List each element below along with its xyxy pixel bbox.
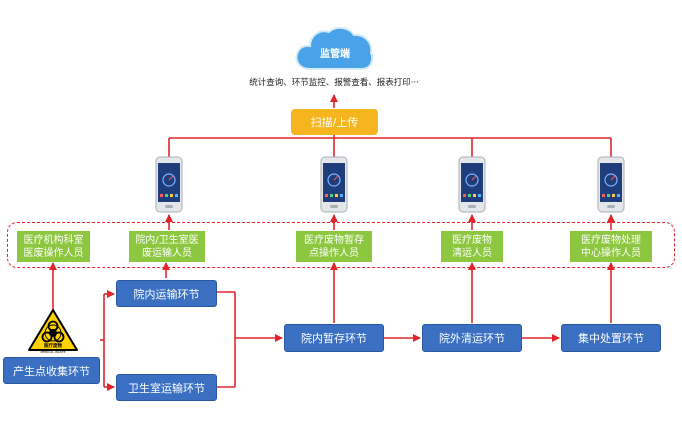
personnel-box-1: 医疗机构科室 医废操作人员 [17, 231, 90, 262]
personnel-label: 医疗废物处理 中心操作人员 [581, 234, 641, 259]
personnel-box-3: 医疗废物暂存 点操作人员 [296, 231, 372, 262]
phone-device-3 [458, 156, 486, 213]
personnel-box-4: 医疗废物 清运人员 [441, 231, 503, 262]
personnel-label: 院内/卫生室医 废运输人员 [135, 234, 199, 259]
cloud-caption: 统计查询、环节监控、报警查看、报表打印··· [249, 78, 419, 88]
personnel-label: 医疗机构科室 医废操作人员 [23, 234, 84, 259]
hazard-label: 医疗废物 [44, 344, 62, 349]
cloud-label: 监管端 [320, 48, 350, 60]
personnel-box-2: 院内/卫生室医 废运输人员 [129, 231, 205, 262]
biohazard-icon [28, 309, 78, 351]
stage-clinic-transport: 卫生室运输环节 [116, 374, 217, 401]
personnel-region [7, 222, 675, 268]
smartphone-icon [597, 156, 625, 213]
stage-central-disposal: 集中处置环节 [561, 324, 661, 352]
stage-external-transport: 院外清运环节 [422, 324, 522, 352]
stage-hospital-transport: 院内运输环节 [116, 280, 217, 307]
scan-upload-button[interactable]: 扫描/上传 [291, 109, 378, 135]
personnel-label: 医疗废物 清运人员 [452, 234, 492, 259]
personnel-label: 医疗废物暂存 点操作人员 [304, 234, 364, 259]
phone-device-1 [155, 156, 183, 213]
stage-temp-storage: 院内暂存环节 [284, 324, 384, 352]
smartphone-icon [320, 156, 348, 213]
smartphone-icon [155, 156, 183, 213]
smartphone-icon [458, 156, 486, 213]
stage-origin-collection: 产生点收集环节 [3, 357, 100, 384]
hazard-sublabel: MEDICAL WASTE [40, 349, 66, 354]
phone-device-2 [320, 156, 348, 213]
medical-waste-sign [27, 308, 79, 356]
cloud-icon [295, 26, 374, 70]
phone-device-4 [597, 156, 625, 213]
personnel-box-5: 医疗废物处理 中心操作人员 [570, 231, 652, 262]
